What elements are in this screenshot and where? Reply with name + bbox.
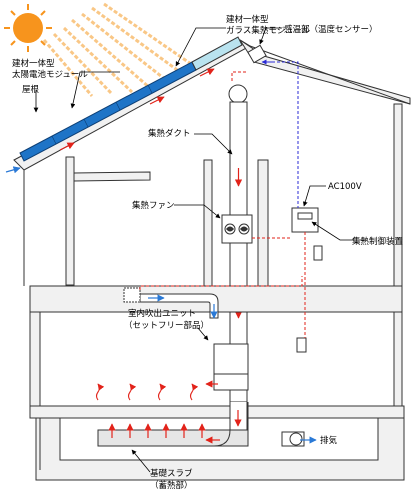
exhaust-outlet	[281, 431, 305, 447]
roof-airflow-arrows	[59, 68, 215, 151]
pv-module-label-line1: 建材一体型	[12, 58, 55, 69]
warm-air-rising-arrows	[95, 383, 199, 401]
duct-label: 集熱ダクト	[148, 128, 191, 139]
exhaust-label: 排気	[320, 435, 338, 446]
sun-icon	[4, 4, 52, 52]
callout-leaders	[33, 27, 366, 473]
controller-label: 集熱制御装置	[352, 236, 404, 247]
house-structure	[29, 103, 405, 481]
collection-fan	[221, 214, 253, 244]
roof-label: 屋根	[22, 84, 40, 95]
sensor-label: 感温部（温度センサー）	[284, 24, 378, 35]
duct-head	[228, 84, 248, 104]
power-wiring	[139, 71, 306, 338]
slab-label-line1: 基礎スラブ	[150, 468, 193, 479]
room-sensor	[296, 337, 307, 353]
control-device	[291, 207, 319, 233]
slab-label-line2: （蓄熱部）	[150, 480, 193, 491]
indoor-outlet-unit	[213, 343, 249, 391]
slab-pipe-flow-arrows	[108, 410, 242, 444]
wall-edges	[23, 170, 41, 470]
wall-switch	[313, 245, 323, 261]
glass-collector-module	[191, 36, 243, 71]
outlet-unit-label-line1: 室内吹出ユニット	[128, 308, 196, 319]
pv-module-label-line2: 太陽電池モジュール	[12, 69, 88, 80]
pv-panel-cells	[51, 84, 153, 145]
temperature-sensor	[247, 44, 267, 64]
glass-module-label-line1: 建材一体型	[226, 14, 269, 25]
roof-air-inlet-arrow	[5, 166, 21, 174]
fan-label: 集熱ファン	[132, 200, 175, 211]
glass-module-label-line2: ガラス集熱モジュール	[226, 25, 311, 36]
power-label: AC100V	[328, 182, 362, 192]
sun-rays	[42, 2, 195, 97]
outlet-unit-label-line2: （セットフリー部品）	[124, 320, 209, 331]
